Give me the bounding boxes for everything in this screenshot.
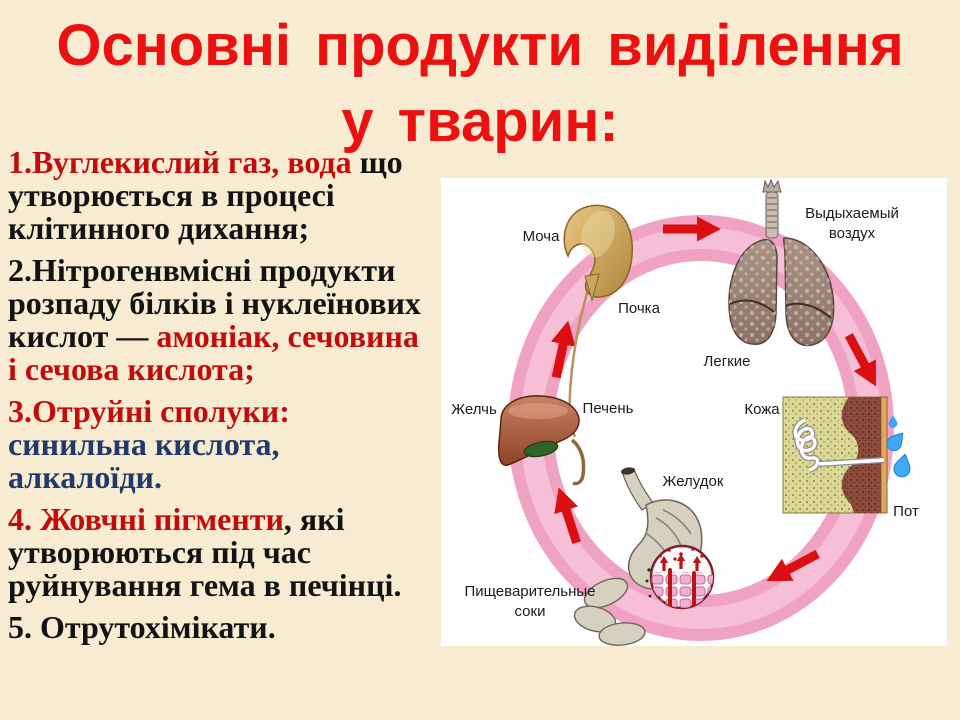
list-item-3-lead: 3.Отруйні сполуки: xyxy=(8,393,290,429)
kidney-icon xyxy=(563,204,633,302)
label-digestive-1: Пищеварительные xyxy=(464,583,595,600)
arrow-right-icon xyxy=(663,216,721,242)
label-lungs: Легкие xyxy=(704,353,751,370)
liver-icon xyxy=(498,395,586,486)
sweat-gland-icon xyxy=(792,417,885,473)
excretion-list: 1.Вуглекислий газ, вода що утворюється в… xyxy=(8,146,424,653)
page-title: Основні продукти виділення у тварин: xyxy=(0,8,960,160)
arrow-up-icon xyxy=(551,320,576,379)
arrow-down-icon xyxy=(844,333,877,387)
sweat-drops-icon xyxy=(886,415,911,478)
list-item-3-rest: синильна кислота, алкалоїди. xyxy=(8,426,280,495)
list-item-2: 2.Нітрогенвмісні продукти розпаду білків… xyxy=(8,254,424,386)
list-item-1: 1.Вуглекислий газ, вода що утворюється в… xyxy=(8,146,424,245)
gallbladder-icon xyxy=(523,440,559,458)
label-exhaled-air-2: воздух xyxy=(829,225,876,242)
list-item-4-lead: 4. Жовчні пігменти xyxy=(8,501,284,537)
cycle-arrows xyxy=(551,216,877,582)
list-item-2-rest: амоніак, сечовина і сечова кислота; xyxy=(8,318,419,387)
label-stomach: Желудок xyxy=(663,473,724,490)
list-item-5: 5. Отрутохімікати. xyxy=(8,611,424,644)
list-item-2-lead: 2.Нітрогенвмісні продукти розпаду білків… xyxy=(8,252,421,354)
title-line-2: у тварин: xyxy=(341,89,619,154)
list-item-1-lead: 1.Вуглекислий газ, вода xyxy=(8,144,360,180)
label-digestive-2: соки xyxy=(515,603,546,620)
label-kidney: Почка xyxy=(618,300,661,317)
skin-icon xyxy=(782,396,911,514)
label-skin: Кожа xyxy=(744,401,780,418)
list-item-1-rest: що утворюється в процесі клітинного диха… xyxy=(8,144,403,246)
diagram-panel: Моча Выдыхаемый воздух Почка Легкие Кожа… xyxy=(441,178,947,646)
arrow-left-icon xyxy=(766,549,820,582)
arrow-up-left-icon xyxy=(554,487,581,545)
title-line-1: Основні продукти виділення xyxy=(56,13,904,78)
list-item-5-lead: 5. Отрутохімікати. xyxy=(8,609,276,645)
list-item-3: 3.Отруйні сполуки: синильна кислота, алк… xyxy=(8,395,424,494)
label-sweat: Пот xyxy=(893,503,919,520)
label-liver: Печень xyxy=(583,400,634,417)
excretion-cycle-diagram: Моча Выдыхаемый воздух Почка Легкие Кожа… xyxy=(451,178,919,646)
label-bile: Желчь xyxy=(451,401,497,418)
list-item-4: 4. Жовчні пігменти, які утворюються під … xyxy=(8,503,424,602)
lungs-icon xyxy=(728,178,835,347)
label-exhaled-air-1: Выдыхаемый xyxy=(805,205,899,222)
label-urine: Моча xyxy=(523,228,560,245)
list-item-4-rest: , які утворюються під час руйнування гем… xyxy=(8,501,402,603)
